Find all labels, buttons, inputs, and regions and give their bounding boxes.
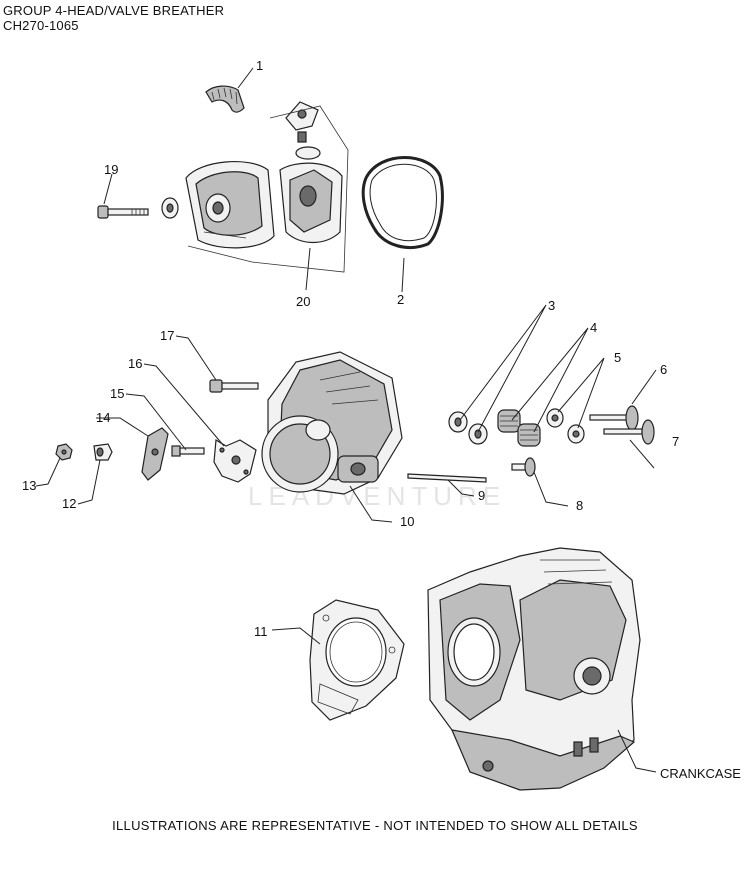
callout-4: 4 (590, 320, 597, 335)
part-6-valve[interactable] (589, 405, 639, 431)
callout-6: 6 (660, 362, 667, 377)
callout-12: 12 (62, 496, 76, 511)
leader-lines (35, 67, 657, 773)
diagram-code: CH270-1065 (3, 18, 79, 33)
callout-3: 3 (548, 298, 555, 313)
callout-11: 11 (254, 624, 268, 639)
part-17-bolt[interactable] (209, 379, 259, 393)
part-20-valve-cover[interactable] (185, 160, 275, 249)
callout-15: 15 (110, 386, 124, 401)
callout-14: 14 (96, 410, 110, 425)
callout-17: 17 (160, 328, 174, 343)
part-14-rocker[interactable] (141, 427, 169, 481)
part-15-stud[interactable] (171, 445, 205, 457)
part-2-gasket[interactable] (361, 156, 444, 249)
part-3-retainer-b[interactable] (468, 423, 488, 445)
breather-valve-spring (297, 131, 307, 143)
part-19-bolt[interactable] (97, 205, 149, 219)
callout-20: 20 (296, 294, 310, 309)
crankcase[interactable] (427, 547, 641, 791)
callout-1: 1 (256, 58, 263, 73)
callout-10: 10 (400, 514, 414, 529)
part-9-push-rod[interactable] (407, 473, 487, 483)
diagram-title: GROUP 4-HEAD/VALVE BREATHER (3, 3, 225, 18)
part-5-seal-a[interactable] (546, 408, 564, 428)
callout-19: 19 (104, 162, 118, 177)
callout-2: 2 (397, 292, 404, 307)
part-5-seal-b[interactable] (567, 424, 585, 444)
part-8-tappet[interactable] (511, 457, 536, 477)
callout-5: 5 (614, 350, 621, 365)
part-13-nut[interactable] (55, 443, 73, 461)
callout-8: 8 (576, 498, 583, 513)
part-4-spring-a[interactable] (497, 409, 521, 433)
part-19-washer (161, 197, 179, 219)
breather-valve-cap[interactable] (285, 101, 319, 131)
callout-7: 7 (672, 434, 679, 449)
part-12-spacer[interactable] (93, 443, 113, 461)
callout-9: 9 (478, 488, 485, 503)
disclaimer-note: ILLUSTRATIONS ARE REPRESENTATIVE - NOT I… (112, 818, 638, 833)
part-20-cover-inner (279, 162, 343, 243)
part-4-spring-b[interactable] (517, 423, 541, 447)
part-7-valve[interactable] (603, 419, 655, 445)
breather-valve-washer (295, 146, 321, 160)
part-16-breather-plate[interactable] (213, 438, 257, 483)
callout-13: 13 (22, 478, 36, 493)
part-11-head-gasket[interactable] (309, 599, 405, 721)
callout-16: 16 (128, 356, 142, 371)
part-10-cylinder-head[interactable] (261, 351, 403, 495)
part-1-breather-hose[interactable] (205, 85, 245, 113)
callout-crankcase: CRANKCASE (660, 766, 741, 781)
part-20-group-bracket (187, 105, 349, 273)
